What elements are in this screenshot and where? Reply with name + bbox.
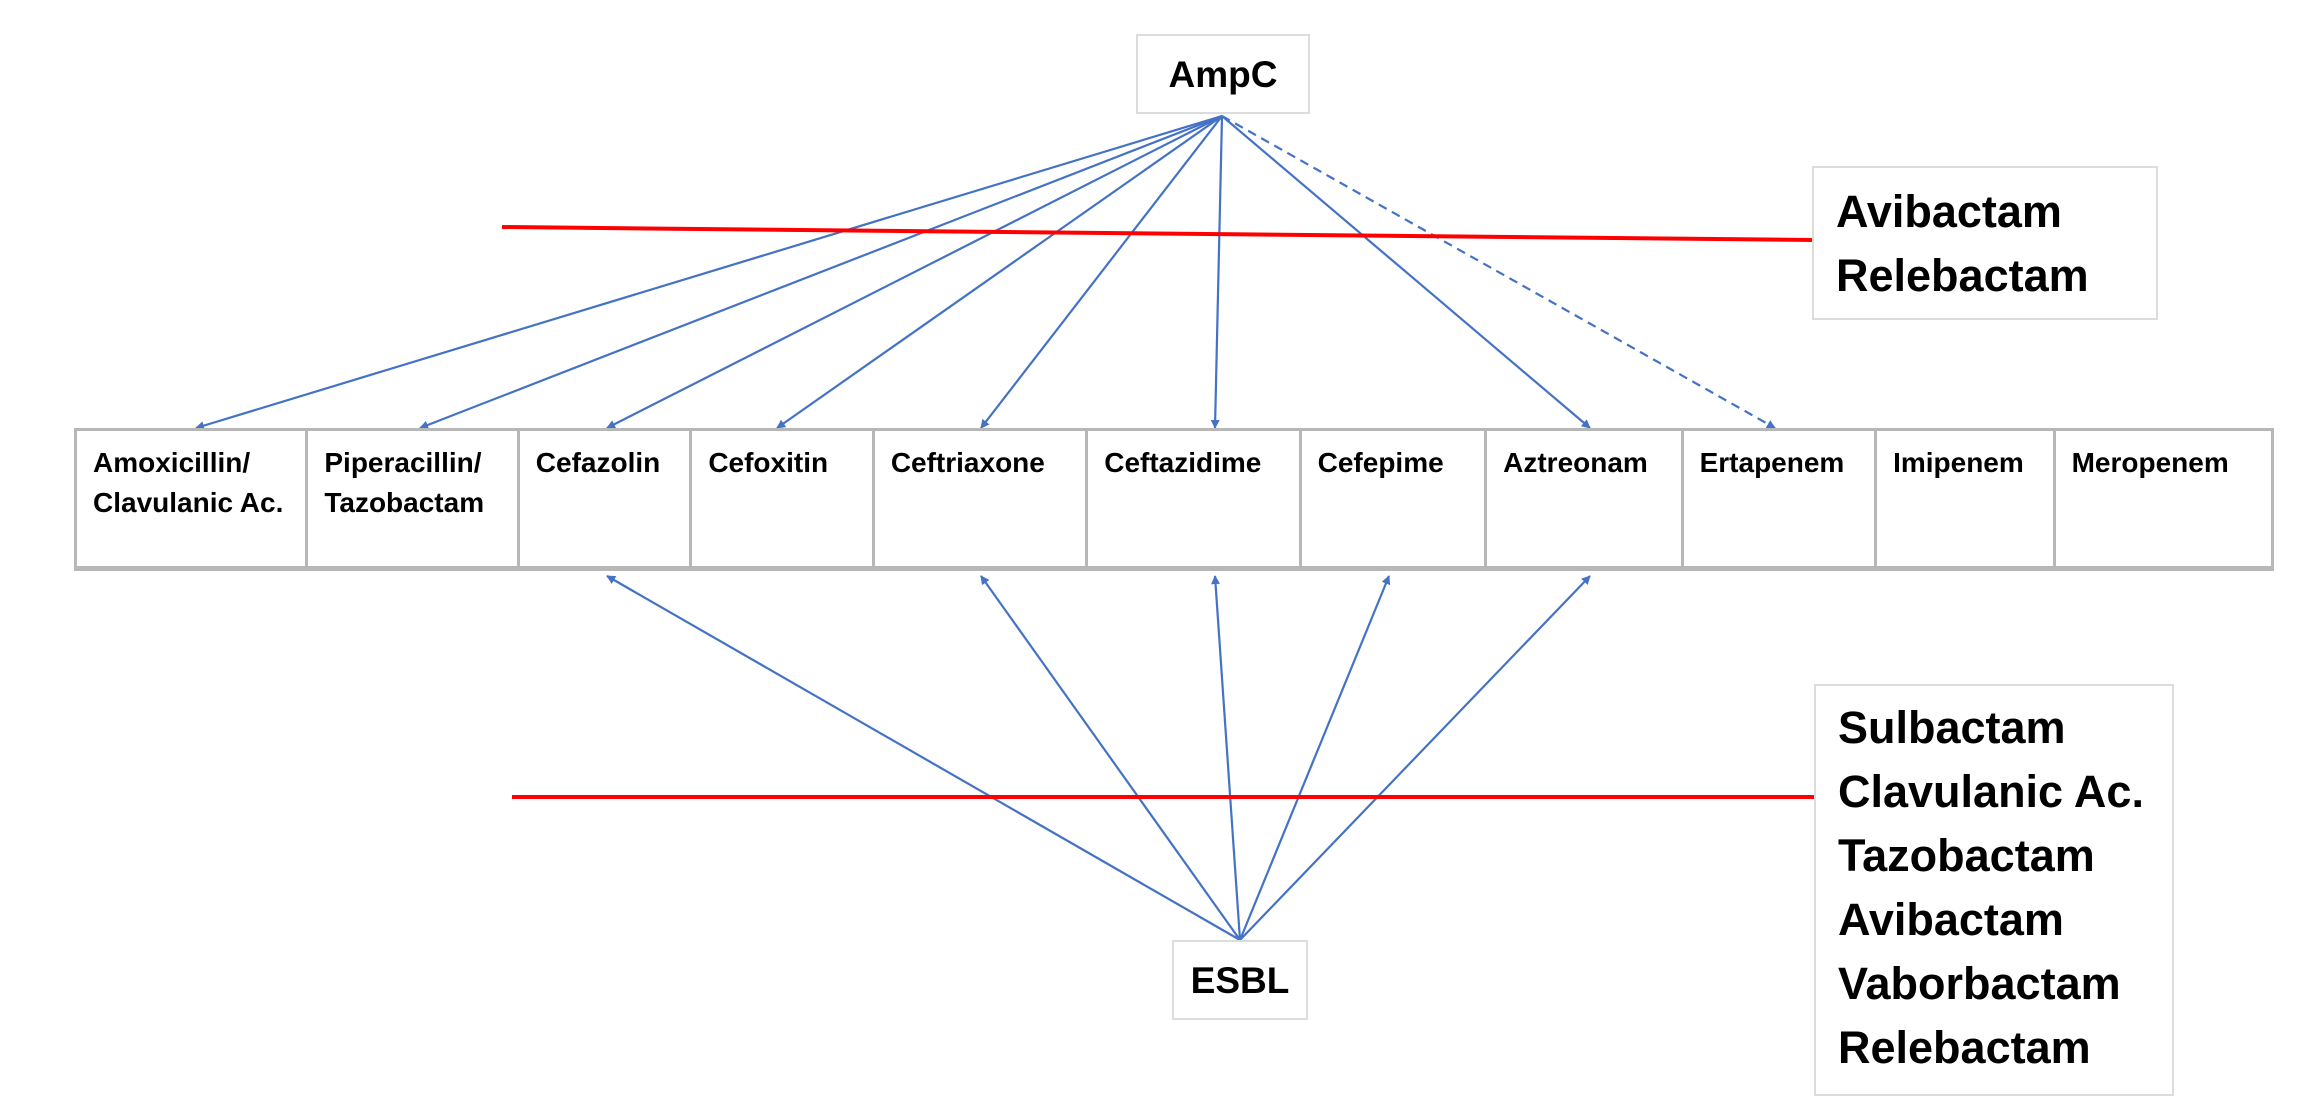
drug-cell: Ceftriaxone: [875, 431, 1089, 566]
ampc-weak-arrow: [1221, 115, 1776, 429]
inhibitor-label: Vaborbactam: [1838, 958, 2121, 1009]
ampc-arrow: [776, 115, 1223, 429]
esbl-arrow: [1238, 575, 1391, 941]
drug-cell: Amoxicillin/ Clavulanic Ac.: [77, 431, 309, 566]
drug-cell: Ertapenem: [1684, 431, 1878, 566]
ampc-arrows: [195, 114, 1776, 430]
drug-cell: Aztreonam: [1487, 431, 1684, 566]
drug-cell: Meropenem: [2071, 447, 2229, 478]
drug-cell: Cefoxitin: [692, 431, 875, 566]
inhibitor-label: Avibactam: [1838, 894, 2064, 945]
drug-cell: Piperacillin/ Tazobactam: [308, 431, 520, 566]
drug-cell: Imipenem: [1877, 431, 2056, 566]
antibiotic-row: Amoxicillin/ Clavulanic Ac.Piperacillin/…: [74, 428, 2274, 571]
inhibitor-label: Avibactam: [1836, 186, 2062, 237]
esbl-arrow: [980, 575, 1241, 941]
drug-cell: Cefazolin: [520, 431, 693, 566]
esbl-inhibitor-box: Sulbactam Clavulanic Ac. Tazobactam Avib…: [1814, 684, 2174, 1096]
inhibitor-label: Relebactam: [1838, 1022, 2091, 1073]
ampc-arrow: [1221, 115, 1591, 429]
inhibitor-label: Tazobactam: [1838, 830, 2095, 881]
esbl-node-label: ESBL: [1190, 960, 1290, 1001]
ampc-arrow: [195, 114, 1223, 430]
drug-cell: Cefepime: [1302, 431, 1488, 566]
esbl-node: ESBL: [1172, 940, 1308, 1020]
ampc-arrow: [1210, 115, 1224, 429]
ampc-inhibition-line: [501, 225, 1815, 242]
ampc-inhibitor-box: Avibactam Relebactam: [1812, 166, 2158, 320]
ampc-arrow: [419, 114, 1223, 430]
inhibitor-label: Clavulanic Ac.: [1838, 766, 2144, 817]
esbl-arrow: [1239, 575, 1591, 941]
esbl-arrow: [606, 575, 1241, 941]
ampc-arrow: [606, 115, 1223, 429]
drug-cell: Ceftazidime: [1088, 431, 1302, 566]
ampc-node-label: AmpC: [1168, 54, 1278, 95]
ampc-arrow: [980, 115, 1223, 429]
ampc-node: AmpC: [1136, 34, 1310, 114]
esbl-arrow: [1211, 575, 1242, 941]
esbl-arrows: [606, 575, 1591, 941]
inhibitor-label: Relebactam: [1836, 250, 2089, 301]
inhibitor-label: Sulbactam: [1838, 702, 2066, 753]
